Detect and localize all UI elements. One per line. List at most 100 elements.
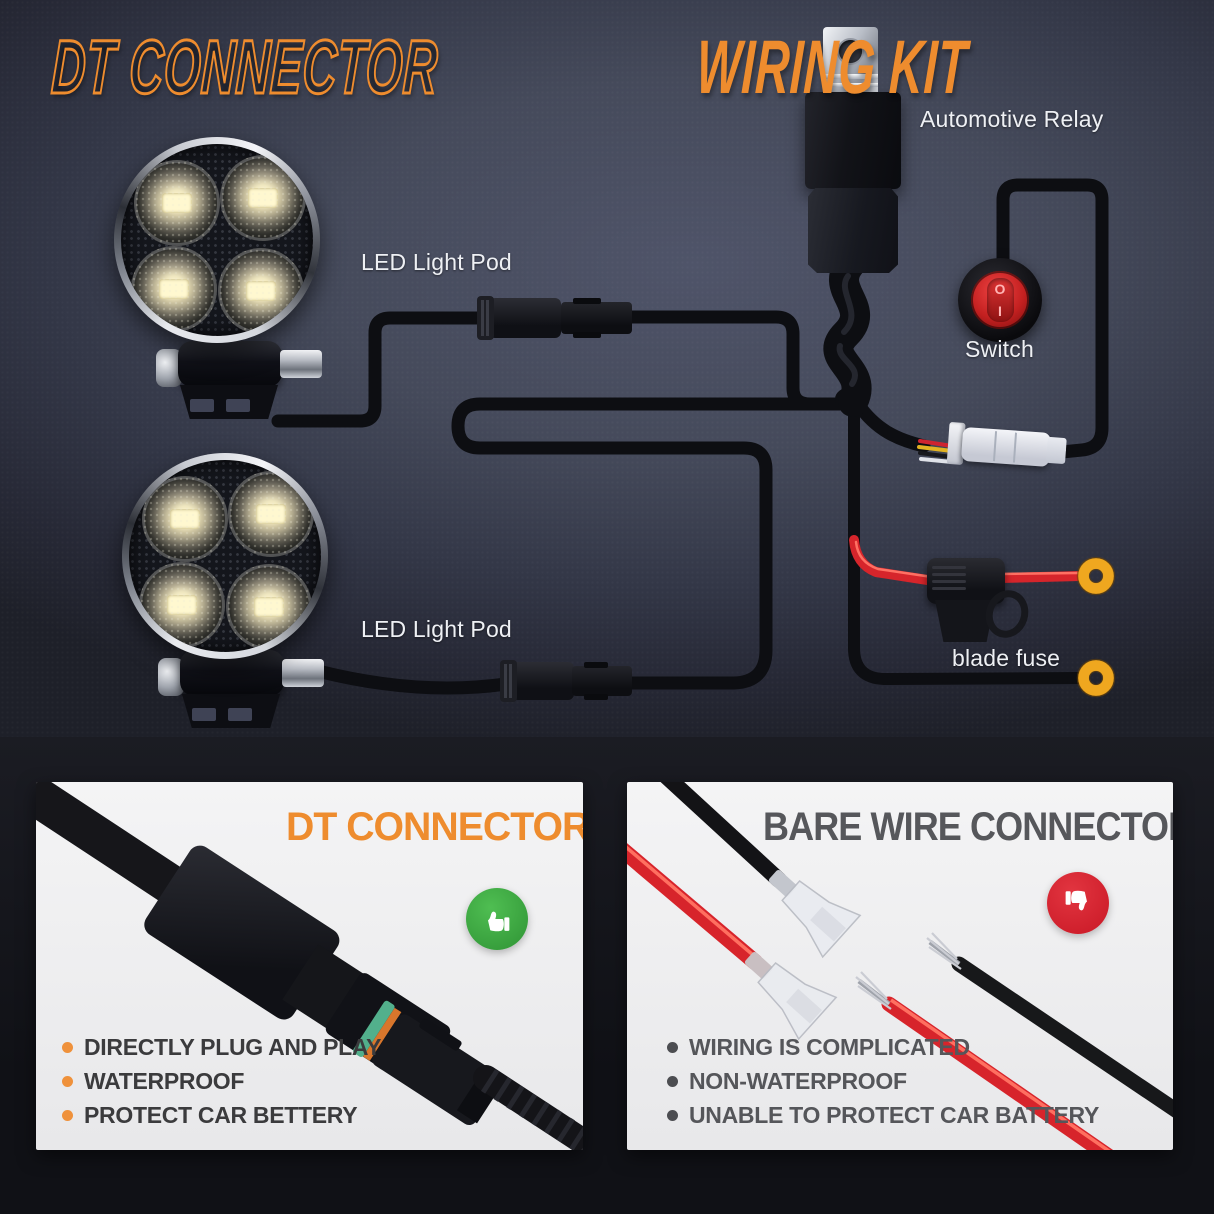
dt-latch	[584, 662, 608, 668]
drawback-text: NON-WATERPROOF	[689, 1068, 907, 1094]
benefit-item: PROTECT CAR BETTERY	[62, 1102, 381, 1129]
dt-connector-pair-1	[477, 296, 632, 340]
spade-terminal-red	[744, 951, 838, 1041]
pod2-lens-face	[129, 460, 321, 652]
molex-wire-yellow	[917, 445, 954, 453]
led-light-pod-2	[122, 453, 328, 659]
switch-rocker: O I	[986, 278, 1014, 322]
dt-collar	[500, 660, 517, 702]
benefit-item: WATERPROOF	[62, 1068, 381, 1095]
drawback-item: UNABLE TO PROTECT CAR BATTERY	[667, 1102, 1099, 1129]
ring-terminal-ground	[1076, 658, 1116, 698]
rocker-switch: O I	[958, 258, 1042, 342]
wire-relay-to-molex	[851, 397, 931, 453]
blade-fuse-holder	[922, 552, 1035, 648]
title: DT CONNECTOR WIRING KIT	[49, 24, 1131, 111]
benefit-item: DIRECTLY PLUG AND PLAY	[62, 1034, 381, 1061]
pod2-lens	[228, 471, 314, 557]
bracket-slot	[190, 399, 214, 412]
fuse-rib	[932, 580, 966, 583]
drawback-item: WIRING IS COMPLICATED	[667, 1034, 1099, 1061]
quick-disconnect-connector	[946, 420, 1068, 474]
spade-terminal-black	[768, 869, 862, 959]
pod2-mounting-bracket	[158, 650, 326, 732]
wire-connector2-to-pod2	[315, 665, 513, 695]
led-light-pod-1	[114, 137, 320, 343]
fuse-rib	[932, 587, 966, 590]
switch-off-mark: O	[994, 281, 1006, 297]
bare-wire-black	[926, 932, 1173, 1118]
bare-panel-heading: BARE WIRE CONNECTOR	[763, 805, 1173, 849]
bullet-dot	[667, 1110, 678, 1121]
bullet-dot	[62, 1042, 73, 1053]
dt-connector-pair-2	[500, 660, 632, 702]
bullet-dot	[667, 1076, 678, 1087]
switch-label: Switch	[965, 336, 1034, 362]
dt-male-half	[489, 298, 561, 338]
wire-relay-to-connector2	[451, 397, 855, 690]
wire-ground-black	[848, 398, 1086, 685]
bracket-barrel	[178, 341, 282, 387]
wire-connector-to-relay	[619, 310, 855, 411]
bracket-slot	[228, 708, 252, 721]
dt-collar	[477, 296, 494, 340]
wire-switch-loop	[996, 178, 1109, 459]
relay-tab-groove	[823, 83, 878, 87]
relay-mounting-hole	[839, 40, 862, 63]
bare-wire-photo	[627, 782, 1173, 1150]
drawback-item: NON-WATERPROOF	[667, 1068, 1099, 1095]
molex-body	[960, 426, 1052, 467]
pod1-mounting-bracket	[156, 341, 324, 423]
pod2-label: LED Light Pod	[361, 616, 512, 642]
dt-female-half	[572, 666, 632, 696]
bullet-dot	[62, 1076, 73, 1087]
automotive-relay	[800, 22, 906, 274]
dt-panel-heading: DT CONNECTOR	[286, 805, 583, 849]
wire-pod1-to-connector	[271, 311, 491, 428]
led-chip	[256, 504, 286, 524]
pod1-lens	[220, 155, 306, 241]
bare-wire-red	[855, 971, 1114, 1150]
led-chip	[246, 281, 276, 301]
dt-plug-housing	[144, 845, 340, 1020]
pod1-lens-face	[121, 144, 313, 336]
dt-latch	[584, 694, 608, 700]
bracket-end-cap	[156, 349, 182, 387]
pod2-lens	[142, 476, 228, 562]
bracket-bolt	[280, 350, 322, 378]
dt-benefits-list: DIRECTLY PLUG AND PLAY WATERPROOF PROTEC…	[62, 1034, 381, 1129]
pod2-lens	[139, 562, 225, 648]
fuse-rib	[932, 566, 966, 569]
dt-connector-photo	[36, 782, 583, 1150]
ring-terminal-positive	[1076, 556, 1116, 596]
pod2-lens	[226, 564, 312, 650]
led-chip	[162, 193, 192, 213]
bracket-slot	[192, 708, 216, 721]
bare-drawbacks-list: WIRING IS COMPLICATED NON-WATERPROOF UNA…	[667, 1034, 1099, 1129]
bracket-end-cap	[158, 658, 184, 696]
bracket-bolt	[282, 659, 324, 687]
relay-tab-groove	[823, 74, 878, 79]
wiring-harness-graphic	[271, 178, 1116, 698]
dt-latch	[573, 298, 601, 304]
bracket-slot	[226, 399, 250, 412]
led-chip	[248, 188, 278, 208]
led-chip	[167, 595, 197, 615]
pod1-lens	[131, 246, 217, 332]
molex-tip	[1045, 436, 1067, 465]
benefit-text: WATERPROOF	[84, 1068, 245, 1094]
switch-on-mark: I	[998, 303, 1002, 319]
dt-female-half	[561, 302, 632, 334]
fuse-rib	[932, 573, 966, 576]
wire-power-red-highlight	[854, 540, 1080, 579]
title-solid-text: WIRING KIT	[694, 25, 969, 110]
pod1-lens	[134, 160, 220, 246]
relay-wire-bundle-twist	[836, 273, 858, 387]
drawback-text: UNABLE TO PROTECT CAR BATTERY	[689, 1102, 1099, 1128]
led-chip	[170, 509, 200, 529]
fuse-holder-cap	[935, 600, 995, 642]
wiring-diagram-section: DT CONNECTOR WIRING KIT	[0, 0, 1214, 737]
title-outline-text: DT CONNECTOR	[49, 24, 441, 111]
bare-wire-panel: BARE WIRE CONNECTOR WIRING IS COMPLICATE…	[627, 782, 1173, 1150]
